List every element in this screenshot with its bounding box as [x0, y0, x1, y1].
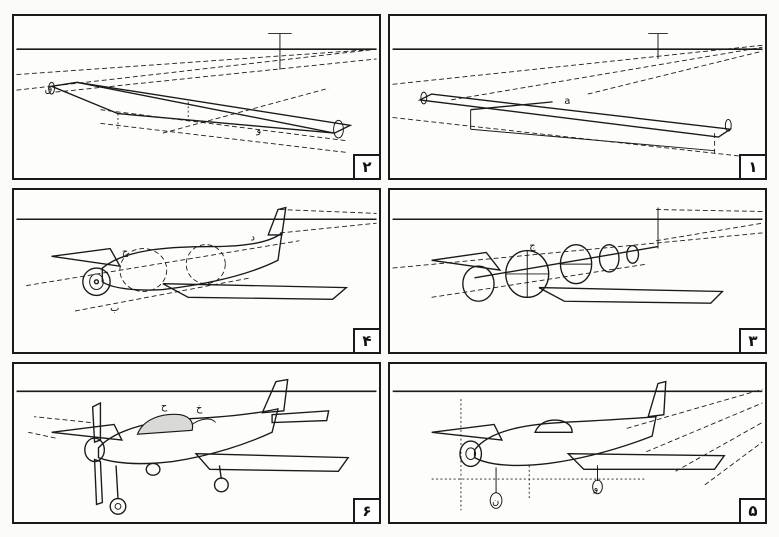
panel-number: ۶ — [353, 498, 379, 522]
svg-text:a: a — [564, 96, 570, 107]
station-circle-4 — [598, 243, 620, 273]
right-wing — [194, 453, 350, 472]
left-wing — [431, 251, 502, 271]
station-circle-1 — [462, 265, 495, 302]
panel-number: ۴ — [353, 328, 379, 352]
left-wing — [51, 247, 122, 267]
svg-text:ج: ج — [529, 241, 536, 252]
panel-5-drawing: ن و — [392, 380, 763, 511]
panel-number: ۵ — [739, 498, 765, 522]
cowling — [82, 267, 111, 297]
canopy — [136, 413, 194, 435]
panel-3-drawing: ج — [392, 207, 763, 304]
panel-number: ٢ — [353, 154, 379, 178]
propeller-bottom — [93, 458, 104, 506]
tail-plane — [271, 410, 330, 424]
panel-4-fuselage-shaping: ج د ب ۴ — [12, 188, 381, 354]
panel-2-wing-construction: ق و ٢ — [12, 14, 381, 180]
left-wing — [51, 423, 124, 441]
panel-number: ٣ — [739, 328, 765, 352]
tail-fin — [267, 206, 287, 236]
nose-wheel — [489, 492, 503, 509]
svg-text:ن: ن — [492, 496, 499, 507]
fuselage — [473, 415, 657, 467]
wing-outline — [417, 93, 733, 138]
wing-outline — [49, 81, 353, 134]
right-wing — [566, 453, 726, 471]
panel-2-drawing: ق و — [16, 33, 377, 154]
svg-text:ب: ب — [110, 303, 119, 314]
panel-number: ١ — [739, 154, 765, 178]
panel-1-drawing: a — [392, 33, 763, 157]
nose-wheel — [109, 497, 127, 515]
panel-6-finished-aircraft: ح خ ۶ — [12, 362, 381, 524]
main-wheel-right — [213, 477, 229, 493]
canopy — [534, 419, 573, 433]
nose-gear-strut — [115, 465, 119, 499]
tail-fin — [647, 380, 667, 418]
right-wing — [538, 286, 725, 304]
right-wing — [162, 283, 349, 300]
panel-3-fuselage-circles: ج ٣ — [388, 188, 767, 354]
panel-1-wing-perspective: a ١ — [388, 14, 767, 180]
panel-4-drawing: ج د ب — [16, 206, 377, 314]
station-circle-5 — [626, 244, 640, 264]
svg-text:و: و — [593, 483, 599, 494]
svg-text:ح: ح — [161, 401, 168, 412]
propeller-top — [91, 401, 102, 443]
svg-text:و: و — [256, 125, 262, 136]
fuselage — [101, 231, 283, 291]
panel-6-drawing: ح خ — [16, 378, 377, 515]
svg-text:ج: ج — [122, 246, 129, 257]
svg-text:خ: خ — [196, 403, 203, 414]
cowling — [459, 440, 483, 468]
svg-text:ق: ق — [45, 84, 53, 95]
main-wheel-left — [145, 462, 161, 476]
left-wing — [431, 423, 504, 441]
svg-text:د: د — [251, 233, 255, 244]
panel-5-detailed-aircraft: ن و ۵ — [388, 362, 767, 524]
tail-fin — [261, 378, 289, 414]
